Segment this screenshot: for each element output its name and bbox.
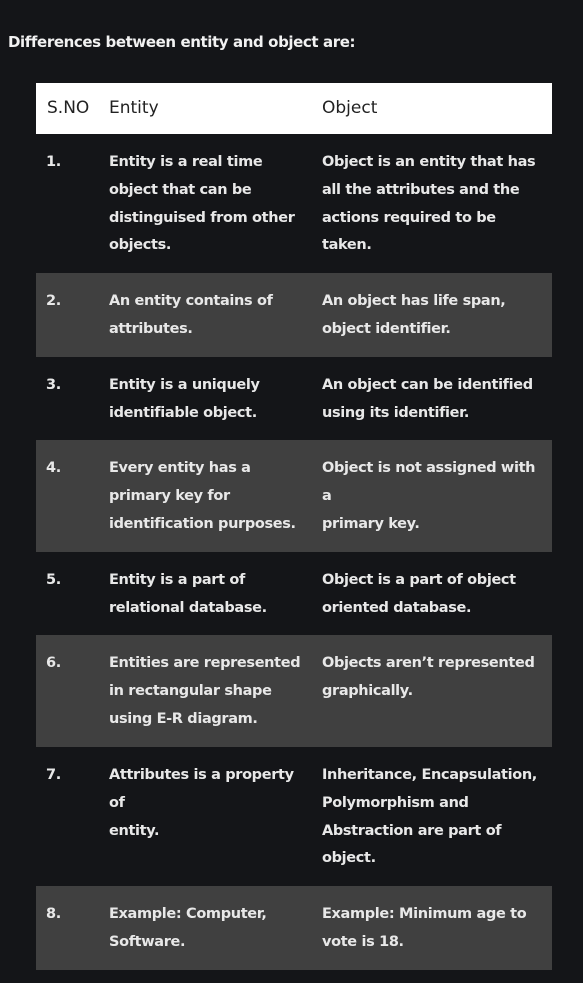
row-entity: Entity is a part of relational database. (109, 572, 267, 616)
row-object: Object is not assigned with a primary ke… (322, 460, 536, 532)
row-object: Objects aren’t represented graphically. (322, 655, 535, 699)
row-object: An object can be identified using its id… (322, 377, 533, 421)
row-sno: 3. (46, 377, 61, 393)
table-row: 4. Every entity has a primary key for id… (36, 440, 552, 552)
row-sno: 1. (46, 154, 61, 170)
row-entity: An entity contains of attributes. (109, 293, 273, 337)
table-row: 2. An entity contains of attributes. An … (36, 273, 552, 357)
row-object: Inheritance, Encapsulation, Polymorphism… (322, 767, 537, 867)
row-entity: Attributes is a property of entity. (109, 767, 294, 839)
table-header-row: S.NO Entity Object (36, 83, 552, 134)
table-row: 7. Attributes is a property of entity. I… (36, 747, 552, 886)
row-sno: 5. (46, 572, 61, 588)
table-row: 3. Entity is a uniquely identifiable obj… (36, 357, 552, 440)
header-entity: Entity (109, 98, 159, 118)
comparison-table: S.NO Entity Object 1. Entity is a real t… (36, 83, 552, 970)
row-object: Example: Minimum age to vote is 18. (322, 906, 527, 950)
row-sno: 6. (46, 655, 61, 671)
table-row: 6. Entities are represented in rectangul… (36, 635, 552, 747)
row-object: Object is a part of object oriented data… (322, 572, 516, 616)
row-entity: Entity is a real time object that can be… (109, 154, 295, 254)
page-heading: Differences between entity and object ar… (8, 33, 356, 51)
table-row: 8. Example: Computer, Software. Example:… (36, 886, 552, 970)
row-entity: Every entity has a primary key for ident… (109, 460, 296, 532)
table-row: 1. Entity is a real time object that can… (36, 134, 552, 273)
row-sno: 2. (46, 293, 61, 309)
table-row: 5. Entity is a part of relational databa… (36, 552, 552, 635)
header-sno: S.NO (47, 98, 90, 118)
row-object: Object is an entity that has all the att… (322, 154, 536, 254)
row-entity: Example: Computer, Software. (109, 906, 267, 950)
header-object: Object (322, 98, 378, 118)
row-entity: Entity is a uniquely identifiable object… (109, 377, 260, 421)
row-sno: 4. (46, 460, 61, 476)
row-entity: Entities are represented in rectangular … (109, 655, 301, 727)
row-object: An object has life span, object identifi… (322, 293, 506, 337)
row-sno: 8. (46, 906, 61, 922)
row-sno: 7. (46, 767, 61, 783)
